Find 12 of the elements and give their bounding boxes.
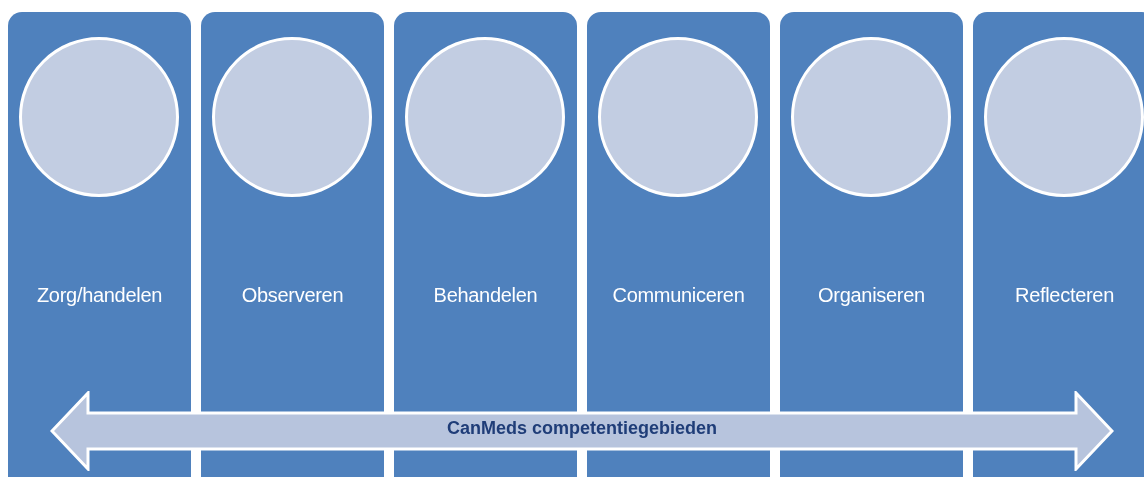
column-label: Organiseren — [818, 284, 925, 306]
column-label: Communiceren — [612, 284, 745, 306]
column-panel — [973, 12, 1144, 477]
column-label: Observeren — [241, 284, 344, 306]
double-arrow-banner — [50, 391, 1114, 471]
column-panel — [8, 12, 191, 477]
column-label: Zorg/handelen — [36, 284, 163, 306]
column-label: Reflecteren — [1015, 284, 1114, 306]
column-panel — [780, 12, 963, 477]
banner-label: CanMeds competentiegebieden — [446, 418, 718, 438]
column-panel — [201, 12, 384, 477]
column-label: Behandelen — [433, 284, 538, 306]
